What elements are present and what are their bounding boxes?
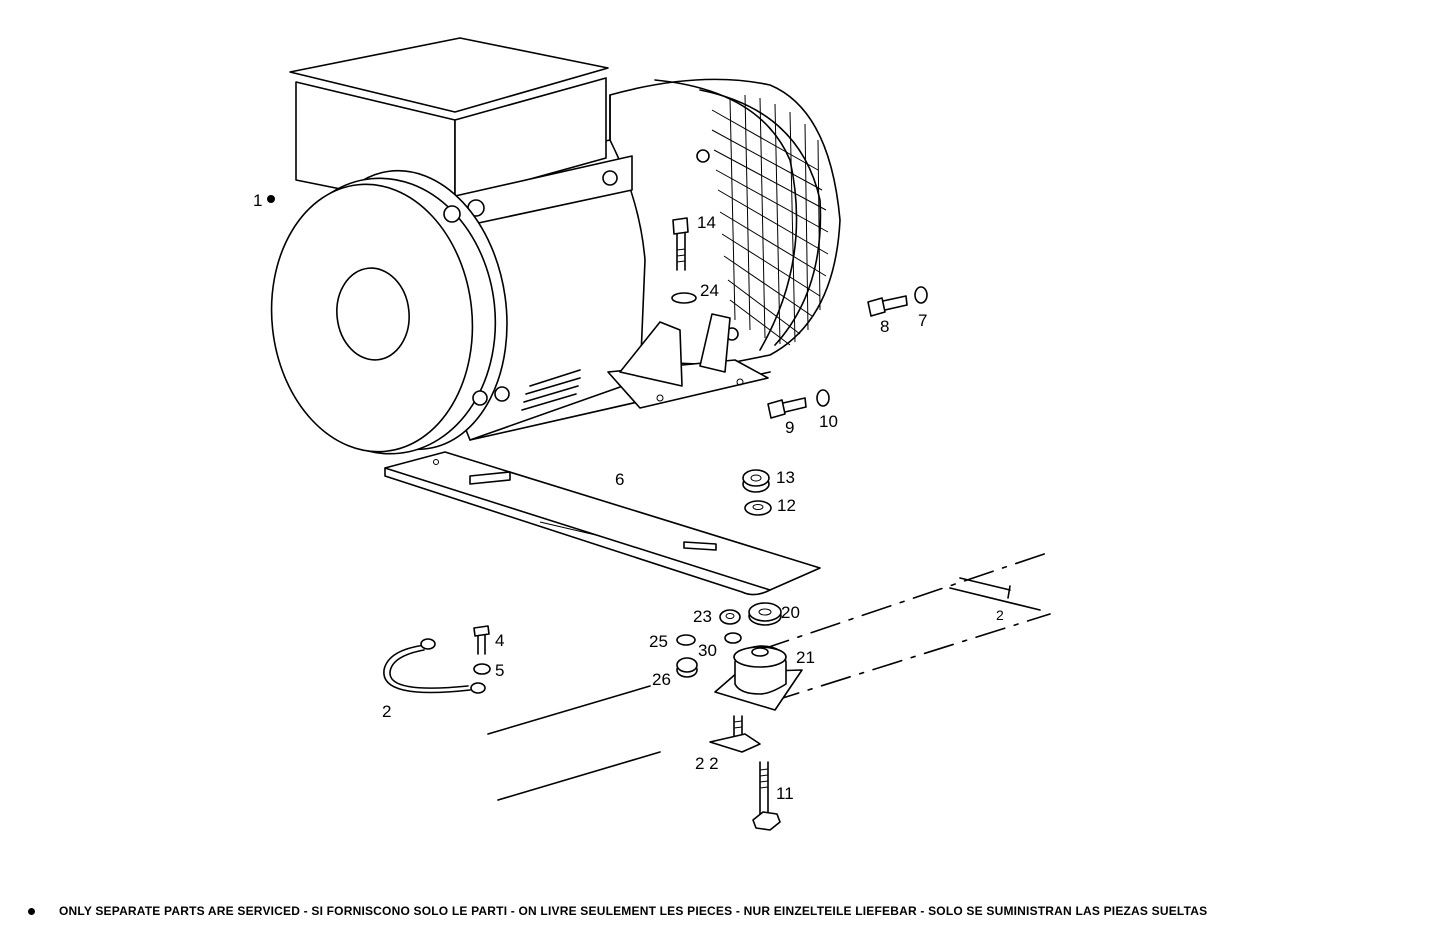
label-part-11: 11: [776, 784, 794, 803]
label-part-13: 13: [776, 468, 795, 487]
washer-25: [676, 634, 696, 646]
serviced-marker-dot: [267, 195, 275, 203]
label-part-6: 6: [615, 470, 624, 489]
label-part-5: 5: [495, 661, 504, 680]
label-part-9: 9: [785, 418, 794, 437]
label-part-21: 21: [796, 648, 815, 667]
label-part-25: 25: [649, 632, 668, 651]
washer-30: [724, 632, 742, 644]
label-part-22: 2 2: [695, 754, 719, 773]
washer-10: [816, 389, 830, 407]
front-end-shield: [270, 169, 510, 455]
frame-rails: [487, 551, 1051, 801]
earth-cable-2: [383, 638, 486, 694]
base-plate-6: [384, 451, 821, 596]
screw-4: [473, 625, 490, 655]
label-part-4: 4: [495, 631, 504, 650]
label-part-10: 10: [819, 412, 838, 431]
label-part-2: 2: [382, 702, 391, 721]
mounting-foot: [607, 313, 769, 409]
bullet-dot: [28, 908, 35, 916]
washer-20: [748, 602, 782, 626]
service-note-text: ONLY SEPARATE PARTS ARE SERVICED - SI FO…: [59, 904, 1208, 918]
label-part-24: 24: [700, 281, 719, 300]
fan-cover-grille: [609, 78, 841, 366]
washer-5: [473, 663, 491, 675]
bolt-8: [867, 295, 908, 317]
label-frame-mark: 2: [996, 607, 1004, 623]
label-part-8: 8: [880, 317, 889, 336]
washer-24: [671, 292, 697, 304]
nut-26: [676, 657, 698, 678]
vent-slots: [521, 369, 581, 411]
bolt-14: [672, 217, 689, 271]
bolt-9: [767, 397, 807, 419]
washer-7: [914, 286, 928, 304]
label-part-23: 23: [693, 607, 712, 626]
label-part-14: 14: [697, 213, 716, 232]
service-note: ONLY SEPARATE PARTS ARE SERVICED - SI FO…: [28, 904, 1428, 918]
nut-13: [742, 469, 770, 493]
label-part-20: 20: [781, 603, 800, 622]
label-part-12: 12: [777, 496, 796, 515]
bolt-11: [752, 761, 781, 831]
label-part-26: 26: [652, 670, 671, 689]
nut-23: [719, 609, 741, 625]
terminal-box: [289, 37, 633, 229]
washer-12: [744, 500, 772, 516]
antivibration-mount-21: [714, 645, 803, 711]
label-part-30: 30: [698, 641, 717, 660]
stud-22: [709, 715, 761, 753]
label-part-1: 1: [253, 191, 262, 210]
label-part-7: 7: [918, 311, 927, 330]
